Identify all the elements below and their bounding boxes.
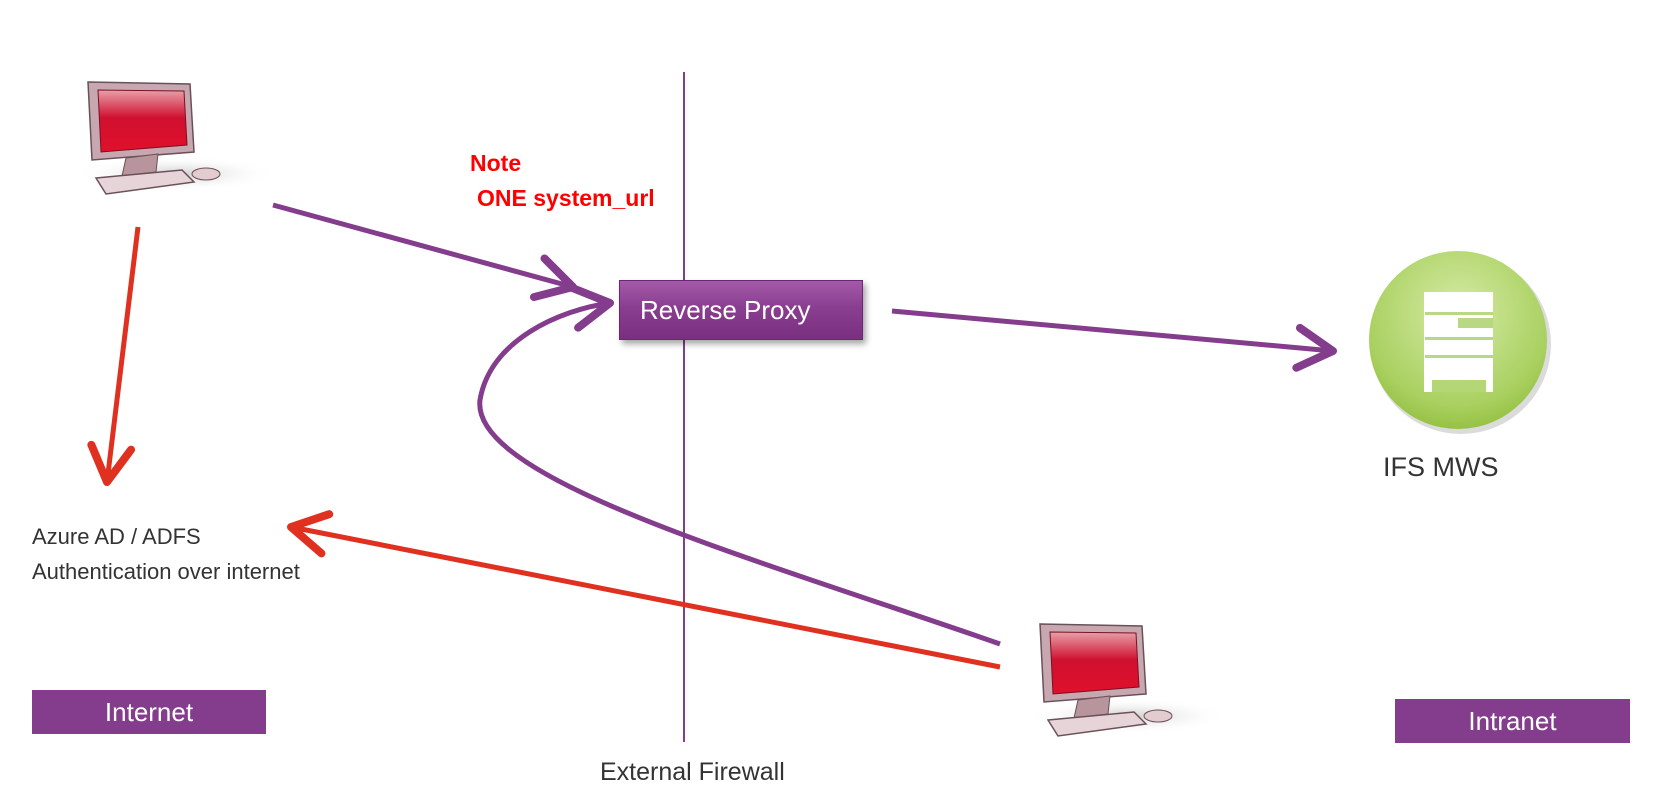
arrow-client-to-auth (87, 226, 141, 486)
arrow-intranet-client-to-proxy (477, 284, 1001, 647)
zone-label-internet: Internet (32, 690, 266, 734)
client-computer-intranet-icon (1027, 623, 1229, 737)
auth-title: Azure AD / ADFS (32, 524, 201, 549)
reverse-proxy-box: Reverse Proxy (619, 280, 863, 340)
server-label: IFS MWS (1383, 452, 1499, 482)
firewall-label: External Firewall (600, 758, 785, 786)
auth-description: Authentication over internet (32, 559, 300, 584)
arrow-intranet-client-to-auth (287, 510, 1001, 670)
arrow-client-to-proxy (272, 202, 577, 302)
note-title: Note (470, 150, 522, 176)
zone-label-intranet: Intranet (1395, 699, 1630, 743)
server-icon (1369, 251, 1551, 434)
client-computer-internet-icon (75, 81, 277, 195)
arrow-proxy-to-server (891, 308, 1337, 372)
note-system-url: ONE system_url (477, 185, 655, 211)
